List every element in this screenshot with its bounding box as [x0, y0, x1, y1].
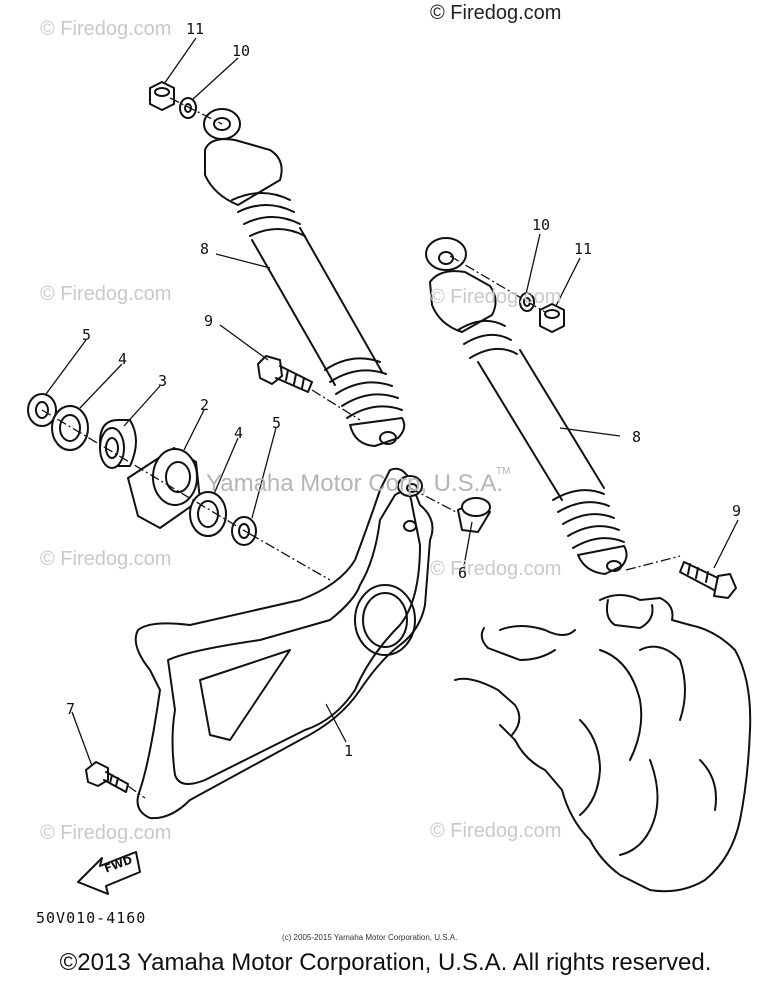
nut-11-left	[149, 81, 175, 111]
bolt-7	[85, 761, 129, 793]
callout-10: 10	[232, 42, 251, 60]
watermark: © Firedog.com	[430, 820, 562, 842]
collar-2	[127, 447, 201, 529]
seal-4-right	[189, 491, 227, 537]
watermark: © Firedog.com	[40, 548, 172, 570]
washer-10-right	[519, 292, 535, 312]
callout-7: 7	[66, 700, 76, 718]
diagram-code: 50V010-4160	[36, 909, 147, 927]
small-copyright: (c) 2005-2015 Yamaha Motor Corporation, …	[282, 933, 458, 942]
callout-11: 11	[574, 240, 593, 258]
footer-copyright: ©2013 Yamaha Motor Corporation, U.S.A. A…	[59, 949, 712, 976]
bushing-6	[457, 497, 491, 533]
watermark: © Firedog.com	[40, 822, 172, 844]
callout-3: 3	[158, 372, 168, 390]
rear-arm-1	[134, 467, 434, 820]
shock-absorber-right	[425, 237, 628, 575]
fwd-arrow	[77, 851, 141, 895]
callout-4: 4	[234, 424, 244, 442]
shock-absorber-left	[203, 108, 406, 447]
callout-1: 1	[344, 742, 354, 760]
callout-8: 8	[200, 240, 210, 258]
callout-2: 2	[200, 396, 210, 414]
yamaha-watermark: Yamaha Motor Corp, U.S.A.	[206, 470, 503, 497]
leader-lines	[45, 37, 739, 767]
watermark-top: © Firedog.com	[430, 2, 562, 24]
callout-9: 9	[204, 312, 214, 330]
watermark: © Firedog.com	[430, 558, 562, 580]
seal-4-left	[51, 405, 89, 451]
watermark: © Firedog.com	[430, 286, 562, 308]
callout-9: 9	[732, 502, 742, 520]
yamaha-tm: TM	[496, 466, 511, 477]
bolt-9-left	[257, 355, 313, 393]
callout-5: 5	[82, 326, 92, 344]
bolt-9-right	[679, 561, 737, 599]
callout-8: 8	[632, 428, 642, 446]
washer-10-left	[179, 97, 197, 119]
nut-11-right	[539, 303, 565, 333]
watermark: © Firedog.com	[40, 283, 172, 305]
center-lines	[41, 97, 681, 799]
callout-6: 6	[458, 564, 468, 582]
bearing-3	[99, 419, 137, 469]
callout-10: 10	[532, 216, 551, 234]
callout-11: 11	[186, 20, 205, 38]
watermark: © Firedog.com	[40, 18, 172, 40]
engine-outline	[454, 594, 752, 893]
callout-4: 4	[118, 350, 128, 368]
callout-5: 5	[272, 414, 282, 432]
